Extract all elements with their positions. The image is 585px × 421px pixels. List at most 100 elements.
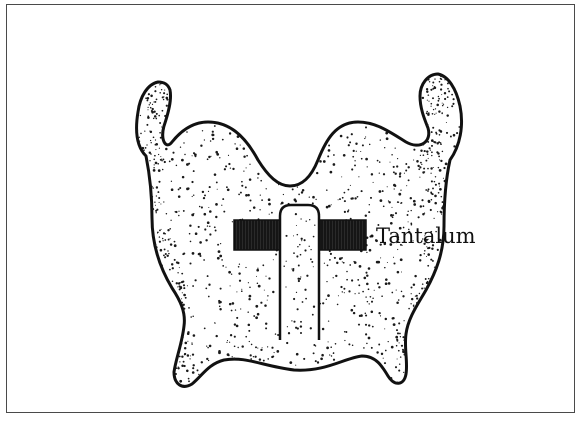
stipple-dot bbox=[322, 81, 324, 83]
stipple-dot bbox=[177, 367, 179, 369]
stipple-dot bbox=[313, 306, 315, 308]
stipple-dot bbox=[156, 113, 158, 115]
stipple-dot bbox=[153, 259, 156, 262]
stipple-dot bbox=[451, 265, 453, 267]
stipple-dot bbox=[176, 165, 178, 167]
stipple-dot bbox=[184, 294, 186, 296]
stipple-dot bbox=[436, 151, 438, 153]
stipple-dot bbox=[258, 285, 261, 288]
stipple-dot bbox=[142, 267, 145, 270]
stipple-dot bbox=[193, 334, 196, 337]
stipple-dot bbox=[207, 158, 209, 160]
stipple-dot bbox=[450, 249, 453, 252]
stipple-dot bbox=[151, 245, 153, 247]
stipple-dot bbox=[449, 183, 451, 185]
stipple-dot bbox=[143, 171, 145, 173]
stipple-dot bbox=[439, 365, 440, 366]
stipple-dot bbox=[165, 302, 167, 304]
stipple-dot bbox=[283, 164, 285, 166]
stipple-dot bbox=[350, 360, 352, 362]
stipple-dot bbox=[234, 323, 236, 325]
stipple-dot bbox=[352, 345, 354, 347]
stipple-dot bbox=[227, 188, 230, 191]
stipple-dot bbox=[431, 106, 432, 107]
stipple-dot bbox=[426, 150, 428, 152]
stipple-dot bbox=[157, 191, 159, 193]
stipple-dot bbox=[397, 158, 398, 159]
stipple-dot bbox=[294, 198, 297, 201]
stipple-dot bbox=[155, 72, 156, 73]
stipple-dot bbox=[414, 356, 415, 357]
stipple-dot bbox=[396, 290, 397, 291]
stipple-dot bbox=[297, 84, 299, 86]
stipple-dot bbox=[253, 111, 256, 114]
stipple-dot bbox=[429, 81, 430, 82]
stipple-dot bbox=[398, 202, 399, 203]
stipple-dot bbox=[241, 181, 243, 183]
stipple-dot bbox=[331, 355, 332, 356]
stipple-dot bbox=[393, 171, 395, 173]
stipple-dot bbox=[234, 143, 235, 144]
stipple-dot bbox=[155, 335, 156, 336]
stipple-dot bbox=[158, 295, 161, 298]
stipple-dot bbox=[217, 244, 219, 246]
stipple-dot bbox=[249, 178, 252, 181]
stipple-dot bbox=[427, 282, 429, 284]
stipple-dot bbox=[401, 271, 402, 272]
stipple-dot bbox=[214, 323, 215, 324]
stipple-dot bbox=[327, 121, 329, 123]
stipple-dot bbox=[172, 281, 173, 282]
stipple-dot bbox=[137, 164, 138, 165]
stipple-dot bbox=[191, 214, 194, 217]
stipple-dot bbox=[330, 379, 332, 381]
stipple-dot bbox=[395, 88, 397, 90]
stipple-dot bbox=[166, 373, 167, 374]
stipple-dot bbox=[178, 195, 181, 198]
stipple-dot bbox=[154, 164, 155, 165]
stipple-dot bbox=[465, 316, 467, 318]
stipple-dot bbox=[159, 92, 161, 94]
stipple-dot bbox=[425, 278, 427, 280]
stipple-dot bbox=[428, 306, 430, 308]
stipple-dot bbox=[174, 120, 177, 123]
stipple-dot bbox=[138, 195, 140, 197]
stipple-dot bbox=[159, 132, 161, 134]
stipple-dot bbox=[432, 193, 434, 195]
stipple-dot bbox=[202, 130, 203, 131]
stipple-dot bbox=[447, 88, 449, 90]
stipple-dot bbox=[217, 257, 220, 260]
stipple-dot bbox=[418, 331, 421, 334]
stipple-dot bbox=[236, 325, 239, 328]
stipple-dot bbox=[182, 176, 185, 179]
stipple-dot bbox=[311, 133, 313, 135]
stipple-dot bbox=[291, 138, 293, 140]
stipple-dot bbox=[391, 207, 392, 208]
stipple-dot bbox=[184, 347, 186, 349]
stipple-dot bbox=[442, 105, 443, 106]
stipple-dot bbox=[419, 77, 420, 78]
stipple-dot bbox=[380, 139, 381, 140]
stipple-dot bbox=[259, 150, 261, 152]
stipple-dot bbox=[151, 265, 153, 267]
stipple-dot bbox=[378, 286, 380, 288]
stipple-dot bbox=[415, 369, 417, 371]
stipple-dot bbox=[435, 108, 436, 109]
stipple-dot bbox=[259, 209, 260, 210]
stipple-dot bbox=[155, 205, 156, 206]
stipple-dot bbox=[245, 267, 246, 268]
stipple-dot bbox=[175, 316, 176, 317]
stipple-dot bbox=[234, 345, 236, 347]
stipple-dot bbox=[357, 382, 359, 384]
stipple-dot bbox=[208, 156, 210, 158]
stipple-dot bbox=[244, 100, 247, 103]
stipple-dot bbox=[315, 129, 317, 131]
stipple-dot bbox=[389, 81, 390, 82]
stipple-dot bbox=[258, 93, 259, 94]
stipple-dot bbox=[162, 238, 164, 240]
stipple-dot bbox=[348, 290, 350, 292]
stipple-dot bbox=[364, 277, 367, 280]
stipple-dot bbox=[179, 267, 180, 268]
stipple-dot bbox=[144, 212, 145, 213]
stipple-dot bbox=[402, 349, 404, 351]
stipple-dot bbox=[157, 231, 159, 233]
